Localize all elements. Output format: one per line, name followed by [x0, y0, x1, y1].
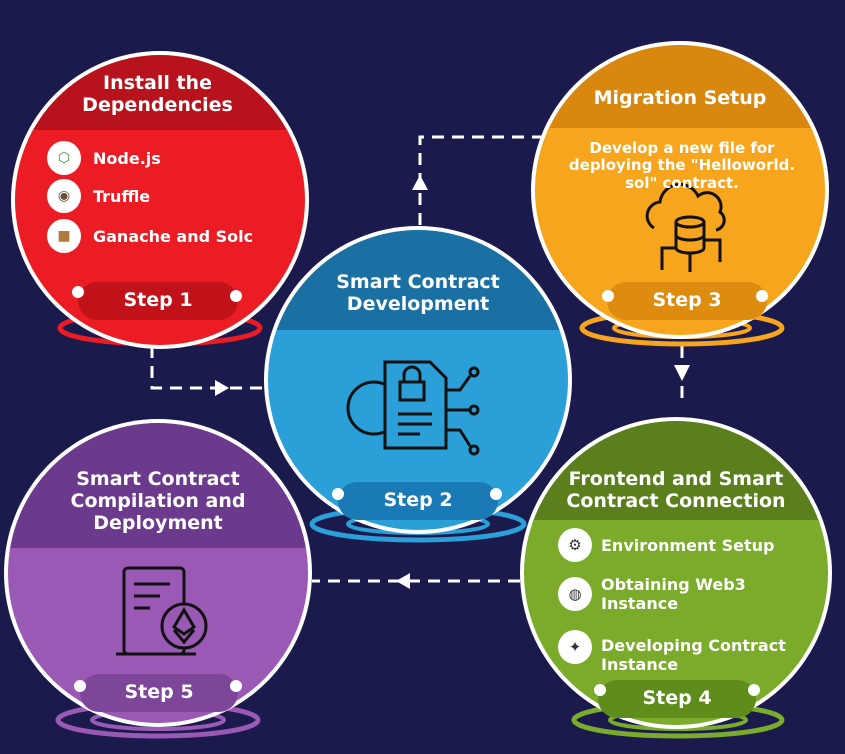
step3-title: Migration Setup: [593, 87, 767, 109]
step2-title: Smart Contract Development: [336, 271, 500, 315]
step5-node: [4, 419, 312, 739]
ganache-icon: ■: [47, 219, 81, 253]
list-item: ■ Ganache and Solc: [47, 219, 253, 253]
truffle-icon: ◉: [47, 179, 81, 213]
smart-contract-document-icon: [346, 360, 480, 456]
connector-1-to-2: [150, 346, 270, 390]
step5-title: Smart Contract Compilation and Deploymen…: [70, 468, 246, 534]
nodejs-icon: ⬡: [47, 141, 81, 175]
cloud-database-icon: [645, 182, 726, 272]
step1-title: Install the Dependencies: [82, 72, 233, 116]
step4-node: [520, 417, 832, 739]
step3-body: Develop a new file for deploying the "He…: [568, 139, 796, 192]
list-item-label: Node.js: [93, 148, 161, 168]
step2-node: [264, 226, 572, 543]
connector-2-to-3: [418, 135, 545, 225]
list-item-label: Truffle: [93, 186, 151, 206]
arrow-head-left: [396, 573, 410, 589]
ethereum-contract-icon: [116, 566, 208, 656]
list-item: Environment Setup: [601, 536, 775, 555]
step2-pill: [338, 482, 498, 520]
arrow-head-right: [215, 380, 229, 396]
list-item: Developing Contract Instance: [601, 636, 786, 675]
step5-label: Step 5: [124, 681, 194, 703]
list-item: Obtaining Web3 Instance: [601, 575, 746, 614]
list-item-label: Ganache and Solc: [93, 226, 254, 246]
step1-pill: [78, 282, 238, 320]
step4-title: Frontend and Smart Contract Connection: [566, 468, 786, 512]
web3-globe-icon: ◍: [558, 577, 592, 611]
step4-pill: [598, 680, 756, 718]
step4-label: Step 4: [642, 687, 712, 709]
step3-pill: [607, 282, 767, 320]
step2-label: Step 2: [383, 489, 453, 511]
step3-label: Step 3: [652, 289, 722, 311]
handshake-icon: ✦: [558, 630, 592, 664]
step1-label: Step 1: [123, 289, 193, 311]
arrow-head-down: [674, 365, 690, 381]
gear-chip-icon: ⚙: [558, 528, 592, 562]
list-item: ⬡ Node.js: [47, 141, 161, 175]
arrow-head-up: [412, 175, 428, 190]
step5-pill: [80, 674, 238, 712]
list-item: ◉ Truffle: [47, 179, 150, 213]
